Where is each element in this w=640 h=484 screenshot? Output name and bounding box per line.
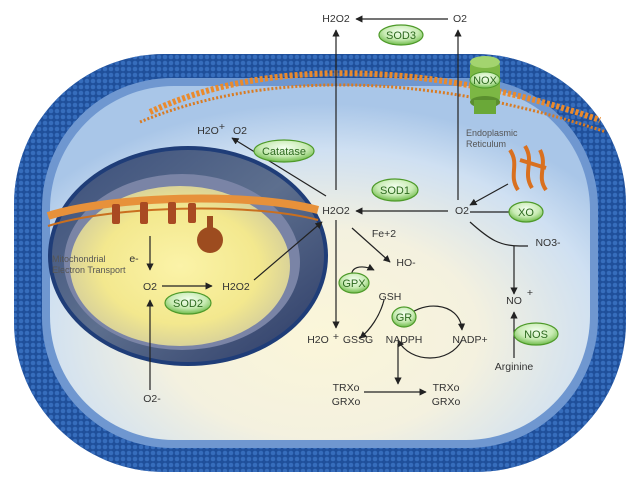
chemical-species: H2O2 O2 H2O + O2 H2O2 O2 Fe+2 HO- NO3- N… bbox=[129, 13, 561, 408]
mitochondrion bbox=[46, 146, 328, 366]
er-tubules bbox=[508, 144, 548, 192]
nadp: NADP+ bbox=[452, 334, 487, 346]
plus-catalase: + bbox=[219, 121, 225, 133]
h2o-gssg: H2O bbox=[307, 334, 329, 346]
structure-labels: Mitochondrial Electron Transport Endopla… bbox=[52, 128, 518, 275]
o2-mito: O2 bbox=[143, 281, 157, 293]
enzyme-sod2: SOD2 bbox=[164, 291, 212, 315]
grx-left: GRXo bbox=[332, 396, 361, 408]
gr-label: GR bbox=[396, 312, 413, 324]
trx-left: TRXo bbox=[333, 382, 360, 394]
sod1-label: SOD1 bbox=[380, 185, 410, 197]
endoplasmic-reticulum bbox=[139, 70, 607, 134]
enzyme-nos: NOS bbox=[513, 322, 559, 346]
electron: e- bbox=[129, 253, 139, 265]
no-plus: + bbox=[527, 287, 533, 299]
sod2-label: SOD2 bbox=[173, 298, 203, 310]
sod3-label: SOD3 bbox=[386, 30, 416, 42]
enzyme-sod3: SOD3 bbox=[378, 24, 424, 46]
gpx-label: GPX bbox=[342, 278, 366, 290]
h2o2-top: H2O2 bbox=[322, 13, 350, 25]
catalase-label: Catatase bbox=[262, 146, 306, 158]
er-label-2: Reticulum bbox=[466, 139, 506, 149]
nadph: NADPH bbox=[386, 334, 423, 346]
arginine: Arginine bbox=[495, 361, 534, 373]
mito-label-1: Mitochondrial bbox=[52, 254, 106, 264]
enzyme-sod1: SOD1 bbox=[371, 178, 419, 202]
enzyme-xo: XO bbox=[508, 201, 544, 223]
grx-right: GRXo bbox=[432, 396, 461, 408]
o2-catalase: O2 bbox=[233, 125, 247, 137]
nitrate: NO3- bbox=[535, 237, 561, 249]
h2o-catalase: H2O bbox=[197, 125, 219, 137]
enzyme-gr: GR bbox=[391, 306, 417, 328]
reaction-arrows bbox=[146, 15, 528, 396]
nox-label: NOX bbox=[473, 75, 498, 87]
enzyme-nox: NOX bbox=[469, 71, 501, 89]
hydroxyl: HO- bbox=[396, 257, 416, 269]
nos-label: NOS bbox=[524, 329, 548, 341]
h2o2-center: H2O2 bbox=[322, 205, 350, 217]
enzyme-catalase: Catatase bbox=[253, 139, 315, 163]
o2-top: O2 bbox=[453, 13, 467, 25]
gssg: GSSG bbox=[343, 334, 373, 346]
er-label-1: Endoplasmic bbox=[466, 128, 518, 138]
enzyme-gpx: GPX bbox=[338, 272, 370, 294]
nitric-oxide: NO bbox=[506, 295, 522, 307]
superoxide-bottom: O2- bbox=[143, 393, 161, 405]
mito-label-2: Electron Transport bbox=[52, 265, 126, 275]
gsh: GSH bbox=[379, 291, 402, 303]
trx-right: TRXo bbox=[433, 382, 460, 394]
o2-center: O2 bbox=[455, 205, 469, 217]
fe-ion: Fe+2 bbox=[372, 228, 396, 240]
plus-gssg: + bbox=[333, 331, 339, 343]
h2o2-mito: H2O2 bbox=[222, 281, 250, 293]
xo-label: XO bbox=[518, 207, 534, 219]
